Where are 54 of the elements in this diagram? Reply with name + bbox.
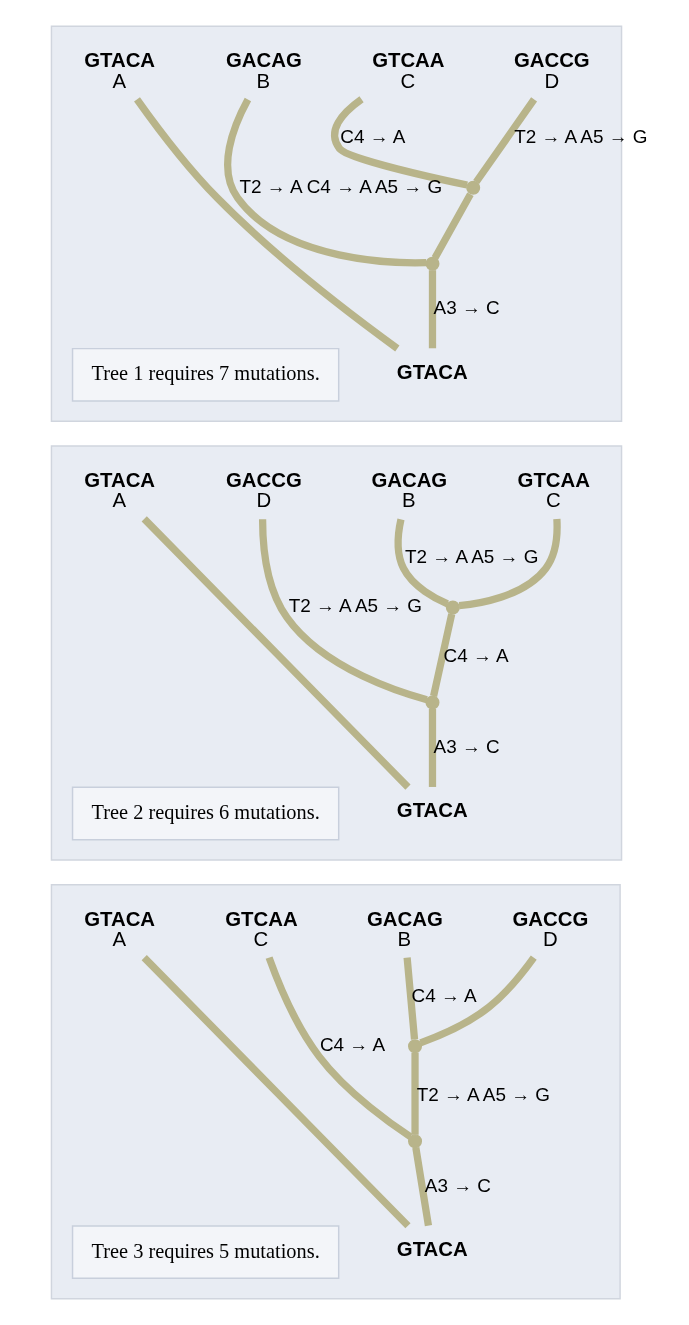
edge-label: C4 → A bbox=[411, 984, 477, 1006]
node-point bbox=[445, 600, 460, 615]
connector bbox=[265, 956, 413, 1140]
connector bbox=[141, 516, 411, 790]
node-text: GACAG B bbox=[225, 49, 302, 92]
node-text: GTCAA C bbox=[517, 469, 590, 512]
connector bbox=[331, 96, 468, 189]
connector bbox=[224, 97, 427, 267]
connector bbox=[428, 270, 437, 349]
node-text: GACAG B bbox=[371, 469, 448, 512]
edge-label: T2 → A A5 → G bbox=[416, 1083, 551, 1105]
node-text: GTACA A bbox=[84, 469, 156, 512]
node-point bbox=[408, 1039, 423, 1054]
node-text: GTACA bbox=[396, 799, 468, 822]
connector bbox=[411, 1052, 419, 1135]
edge-label: C4 → A bbox=[340, 126, 406, 148]
node-text: GACCG D bbox=[225, 469, 302, 512]
cluster bbox=[50, 445, 623, 861]
connector bbox=[431, 192, 474, 260]
connector bbox=[430, 613, 456, 697]
node-box: Tree 3 requires 5 mutations. bbox=[71, 1225, 340, 1280]
edge-label: T2 → A A5 → G bbox=[288, 595, 423, 617]
connector bbox=[412, 1147, 433, 1227]
node-text: GACCG D bbox=[513, 49, 590, 92]
node-text: GTACA bbox=[396, 360, 468, 383]
connector bbox=[141, 955, 411, 1229]
connector bbox=[458, 518, 561, 610]
edge-label: C4 → A bbox=[443, 644, 509, 666]
node-box: Tree 1 requires 7 mutations. bbox=[71, 347, 340, 402]
edge-label: A3 → C bbox=[433, 297, 500, 319]
edge-label: C4 → A bbox=[319, 1034, 386, 1056]
connector bbox=[473, 97, 538, 185]
edge-label: T2 → A C4 → A A5 → G bbox=[239, 175, 443, 197]
edge-label: T2 → A A5 → G bbox=[514, 126, 648, 148]
connector bbox=[394, 518, 449, 608]
node-text: GTCAA C bbox=[225, 907, 298, 951]
cluster bbox=[50, 884, 621, 1300]
node-text: GTACA A bbox=[84, 907, 156, 951]
node-text: GTACA bbox=[396, 1238, 468, 1261]
edge-label: A3 → C bbox=[433, 735, 500, 757]
node-point bbox=[466, 180, 481, 195]
node-text: GACCG D bbox=[512, 907, 589, 951]
node-point bbox=[408, 1134, 423, 1149]
node-text: GTACA A bbox=[84, 49, 156, 92]
cluster bbox=[50, 25, 623, 423]
node-text: GACAG B bbox=[367, 907, 443, 951]
node-point bbox=[425, 256, 440, 271]
node-point bbox=[425, 695, 440, 710]
node-box: Tree 2 requires 6 mutations. bbox=[71, 786, 340, 841]
edge-label: A3 → C bbox=[424, 1174, 492, 1196]
connector bbox=[419, 955, 537, 1047]
edge-label: T2 → A A5 → G bbox=[405, 545, 539, 567]
node-text: GTCAA C bbox=[372, 49, 445, 92]
connector bbox=[134, 97, 400, 352]
